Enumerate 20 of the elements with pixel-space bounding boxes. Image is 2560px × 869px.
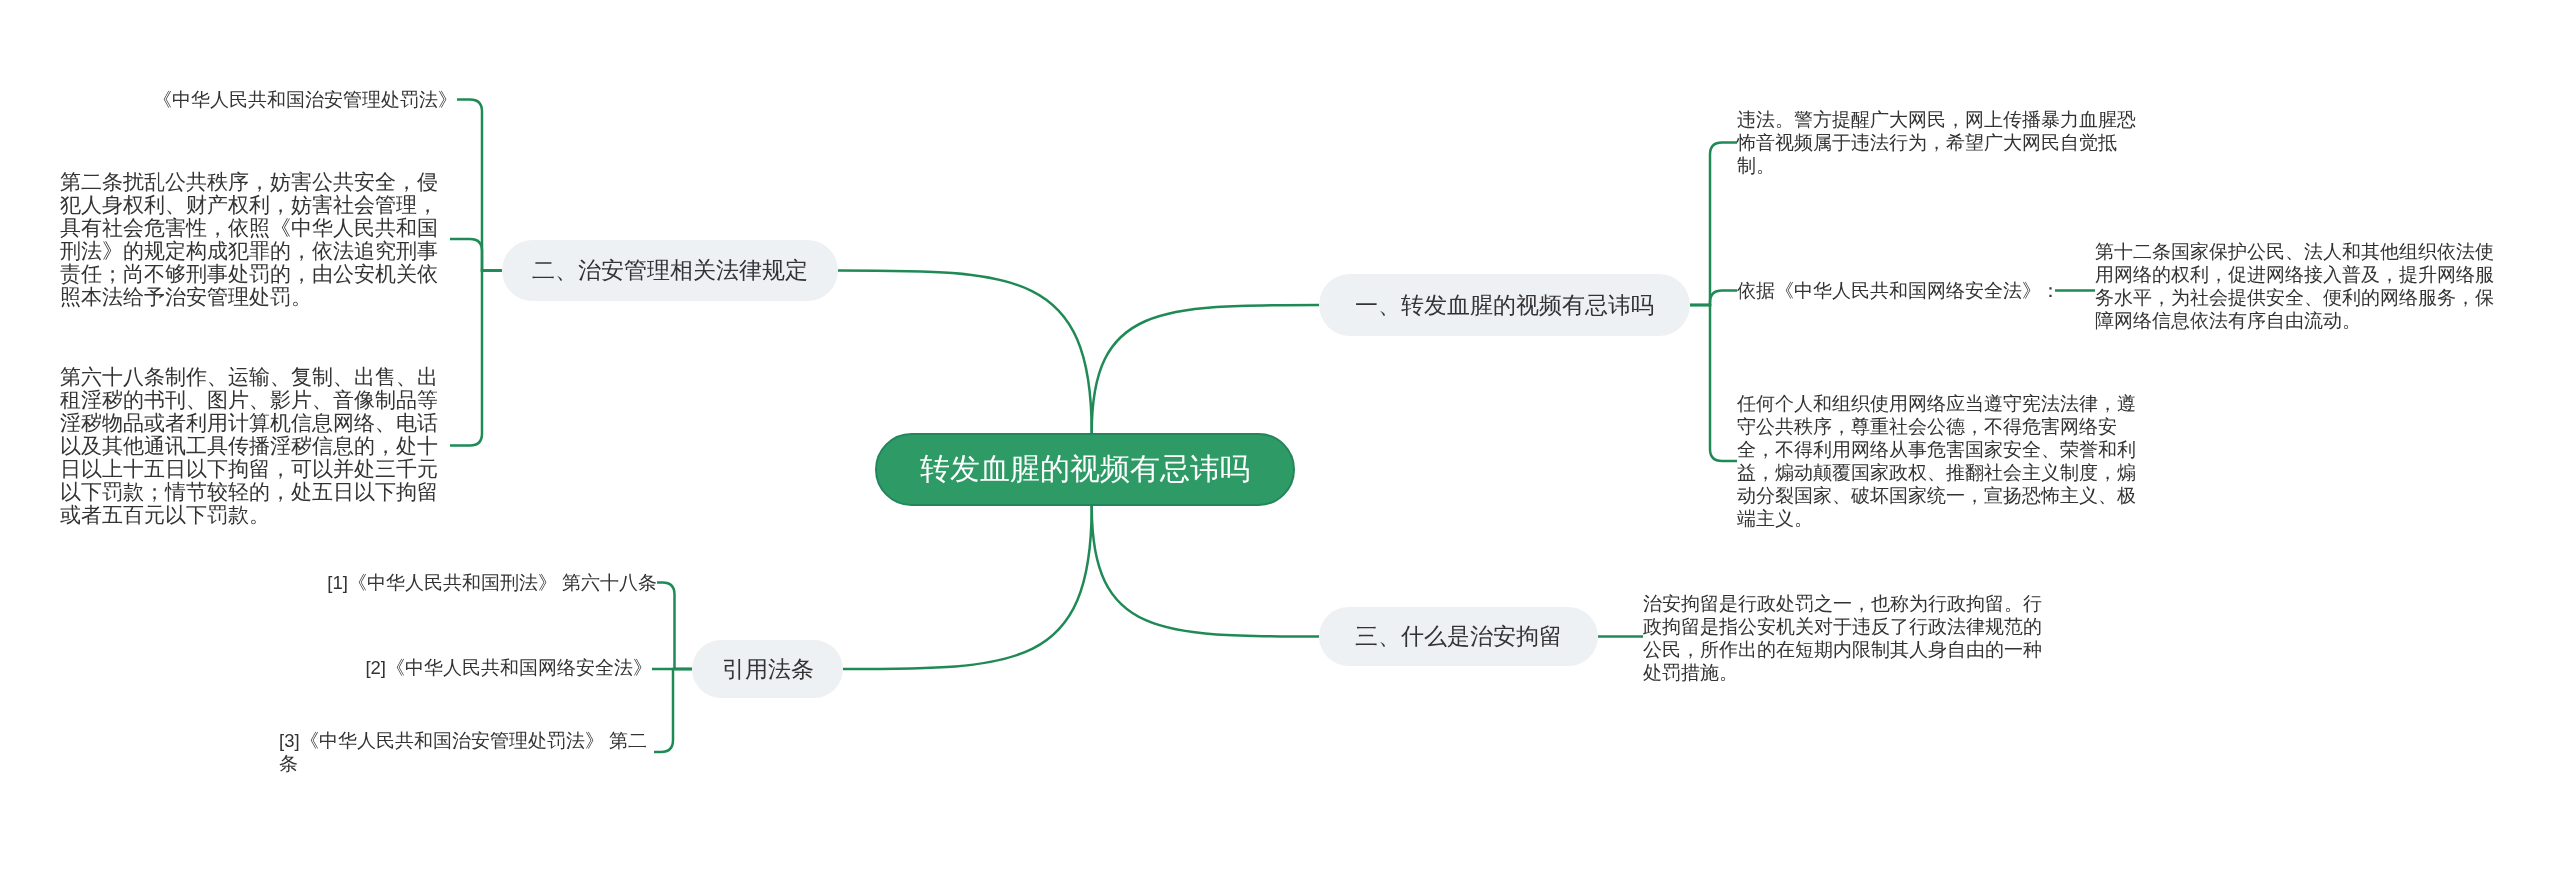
- note-text: 第六十八条制作、运输、复制、出售、出租淫秽的书刊、图片、影片、音像制品等淫秽物品或者利用计算机信息网络、电话以及其他通讯工具传播淫秽信息的，处十日以上十五日以下拘留，可以并处三千元以下罚款；情节较轻的，处五日以下拘留或者五百元以下罚款。: [60, 365, 450, 526]
- topic-box: 二、治安管理相关法律规定: [502, 240, 838, 301]
- note-text: 《中华人民共和国治安管理处罚法》: [100, 88, 457, 111]
- note-text: 依据《中华人民共和国网络安全法》：: [1737, 279, 2055, 302]
- note-text: [2]《中华人民共和国网络安全法》: [300, 656, 652, 679]
- note-text: 违法。警方提醒广大网民，网上传播暴力血腥恐怖音视频属于违法行为，希望广大网民自觉抵制。: [1737, 108, 2137, 177]
- central-topic-box: 转发血腥的视频有忌讳吗: [875, 433, 1295, 506]
- note-text: [3]《中华人民共和国治安管理处罚法》 第二条: [279, 729, 654, 775]
- topic-box: 引用法条: [692, 640, 843, 698]
- connector-line: [838, 269, 1093, 434]
- connector-line: [843, 505, 1093, 671]
- connector-line: [1598, 635, 1643, 638]
- topic-box: 三、什么是治安拘留: [1319, 607, 1598, 666]
- note-text: 治安拘留是行政处罚之一，也称为行政拘留。行政拘留是指公安机关对于违反了行政法律规范的公民，所作出的在短期内限制其人身自由的一种处罚措施。: [1643, 592, 2043, 684]
- topic-box: 一、转发血腥的视频有忌讳吗: [1319, 274, 1690, 336]
- note-text: 第二条扰乱公共秩序，妨害公共安全，侵犯人身权利、财产权利，妨害社会管理，具有社会危害性，依照《中华人民共和国刑法》的规定构成犯罪的，依法追究刑事责任；尚不够刑事处罚的，由公安机关依照本法给予治安管理处罚。: [60, 170, 450, 308]
- note-text: [1]《中华人民共和国刑法》 第六十八条: [300, 571, 657, 594]
- note-text: 任何个人和组织使用网络应当遵守宪法法律，遵守公共秩序，尊重社会公德，不得危害网络安全，不得利用网络从事危害国家安全、荣誉和利益，煽动颠覆国家政权、推翻社会主义制度，煽动分裂国家、破坏国家统一，宣扬恐怖主义、极端主义。: [1737, 392, 2137, 530]
- note-text: 第十二条国家保护公民、法人和其他组织依法使用网络的权利，促进网络接入普及，提升网络服务水平，为社会提供安全、便利的网络服务，保障网络信息依法有序自由流动。: [2095, 240, 2495, 332]
- connector-line: [2055, 289, 2095, 292]
